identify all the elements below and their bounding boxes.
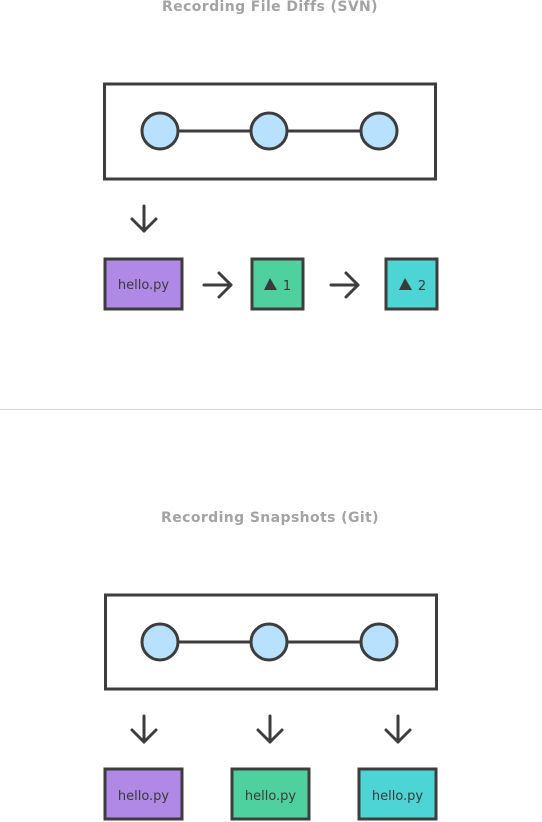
git-snapshot-box-1: [103, 767, 184, 821]
svn-section-title: Recording File Diffs (SVN): [162, 0, 378, 15]
arrow-right-icon: [329, 271, 360, 299]
svn-delta-box-1: [250, 257, 305, 311]
git-commit-node-1: [140, 622, 180, 662]
svn-file-box: [103, 257, 184, 311]
svn-file-label: hello.py: [118, 278, 170, 293]
arrow-down-icon: [130, 204, 158, 233]
git-snapshot-box-3: [357, 767, 438, 821]
svn-commit-node-2: [249, 111, 289, 151]
svn-commit-node-1: [140, 111, 180, 151]
svn-delta-2: 2: [384, 257, 439, 311]
git-snapshot-3: hello.py: [357, 767, 438, 821]
git-snapshot-2: hello.py: [230, 767, 311, 821]
git-section-title: Recording Snapshots (Git): [161, 510, 379, 526]
arrow-down-icon: [130, 714, 158, 744]
section-divider: [0, 409, 542, 410]
svn-delta-label-1: 1: [283, 279, 291, 294]
svn-base-file: hello.py: [103, 257, 184, 311]
git-snapshot-label-3: hello.py: [372, 789, 424, 804]
svn-commit-timeline: [103, 82, 437, 181]
git-snapshot-box-2: [230, 767, 311, 821]
triangle-delta-icon: [264, 278, 277, 290]
git-commit-node-3: [359, 622, 399, 662]
arrow-down-icon: [256, 714, 284, 744]
svn-delta-1: 1: [250, 257, 305, 311]
git-snapshot-label-2: hello.py: [245, 789, 297, 804]
svn-delta-box-2: [384, 257, 439, 311]
git-commit-timeline: [104, 593, 438, 691]
git-snapshot-1: hello.py: [103, 767, 184, 821]
git-snapshot-label-1: hello.py: [118, 789, 170, 804]
svn-diagram: hello.py 1 2: [103, 82, 439, 311]
triangle-delta-icon: [399, 278, 412, 290]
svn-delta-label-2: 2: [418, 279, 426, 294]
arrow-right-icon: [202, 271, 233, 299]
git-commit-node-2: [249, 622, 289, 662]
arrow-down-icon: [384, 714, 412, 744]
svn-commit-node-3: [359, 111, 399, 151]
